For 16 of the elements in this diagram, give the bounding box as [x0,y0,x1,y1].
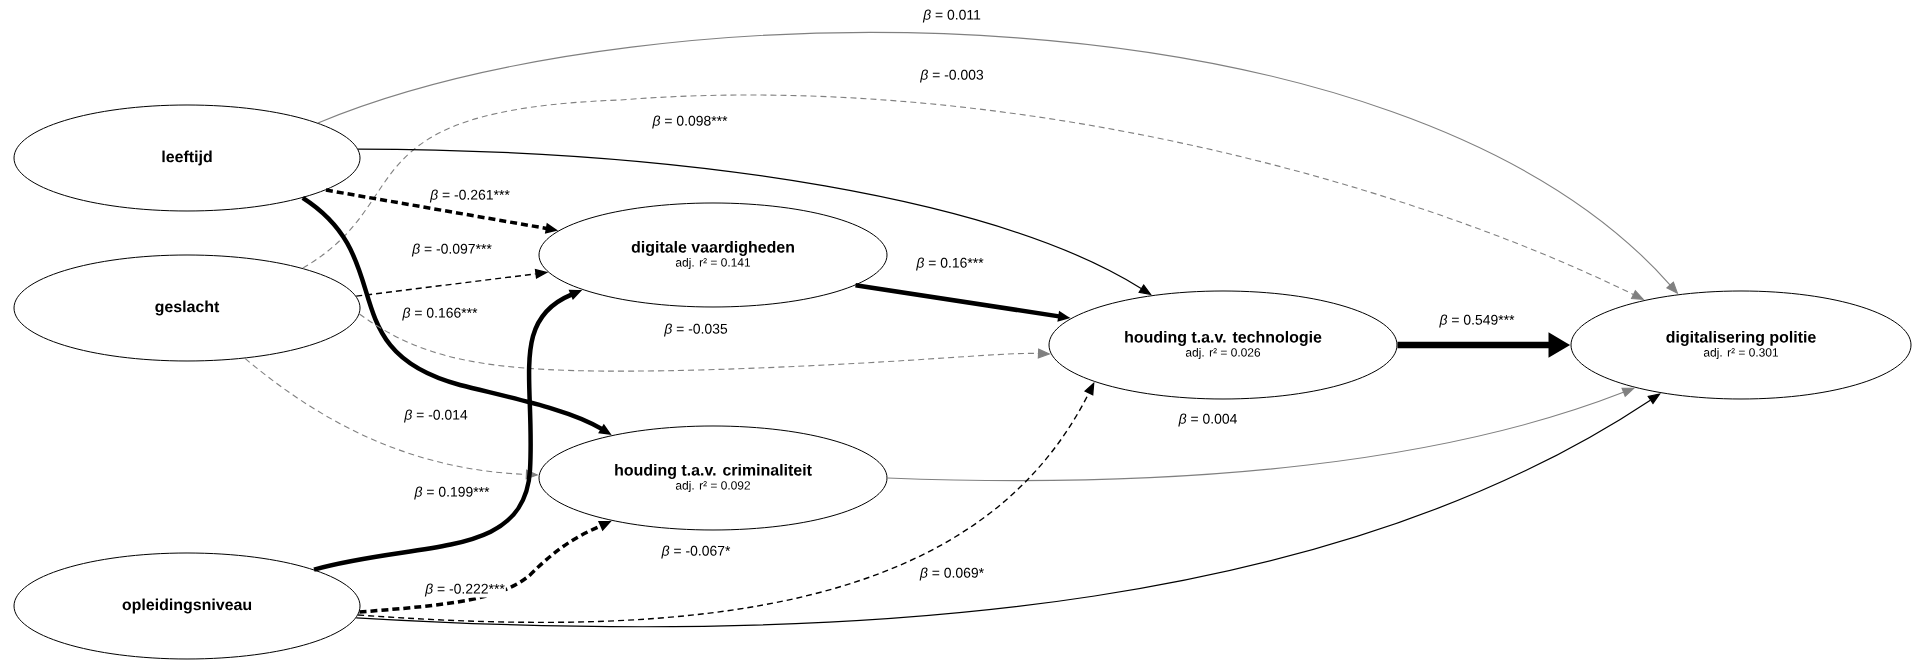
edge-label: β = -0.003 [919,68,985,84]
edge-label: β = -0.067* [660,544,732,560]
edge-label: β = 0.004 [1177,412,1239,428]
edge-label: β = -0.097*** [411,242,493,258]
edge-label: β = 0.069* [918,566,986,582]
edge-label: β = -0.035 [663,322,729,338]
edge-label: β = 0.098*** [651,114,729,130]
edge-label: β = 0.011 [922,8,982,24]
edge-label: β = 0.166*** [401,306,479,322]
edge-label: β = 0.199*** [413,485,491,501]
edge-label: β = -0.014 [403,408,469,424]
path-arrow [355,393,1661,628]
edge-label: β = 0.16*** [915,256,985,272]
edge-label: β = -0.261*** [429,188,511,204]
edge-label: β = -0.222*** [424,582,506,598]
edge-label: β = 0.549*** [1438,313,1516,329]
